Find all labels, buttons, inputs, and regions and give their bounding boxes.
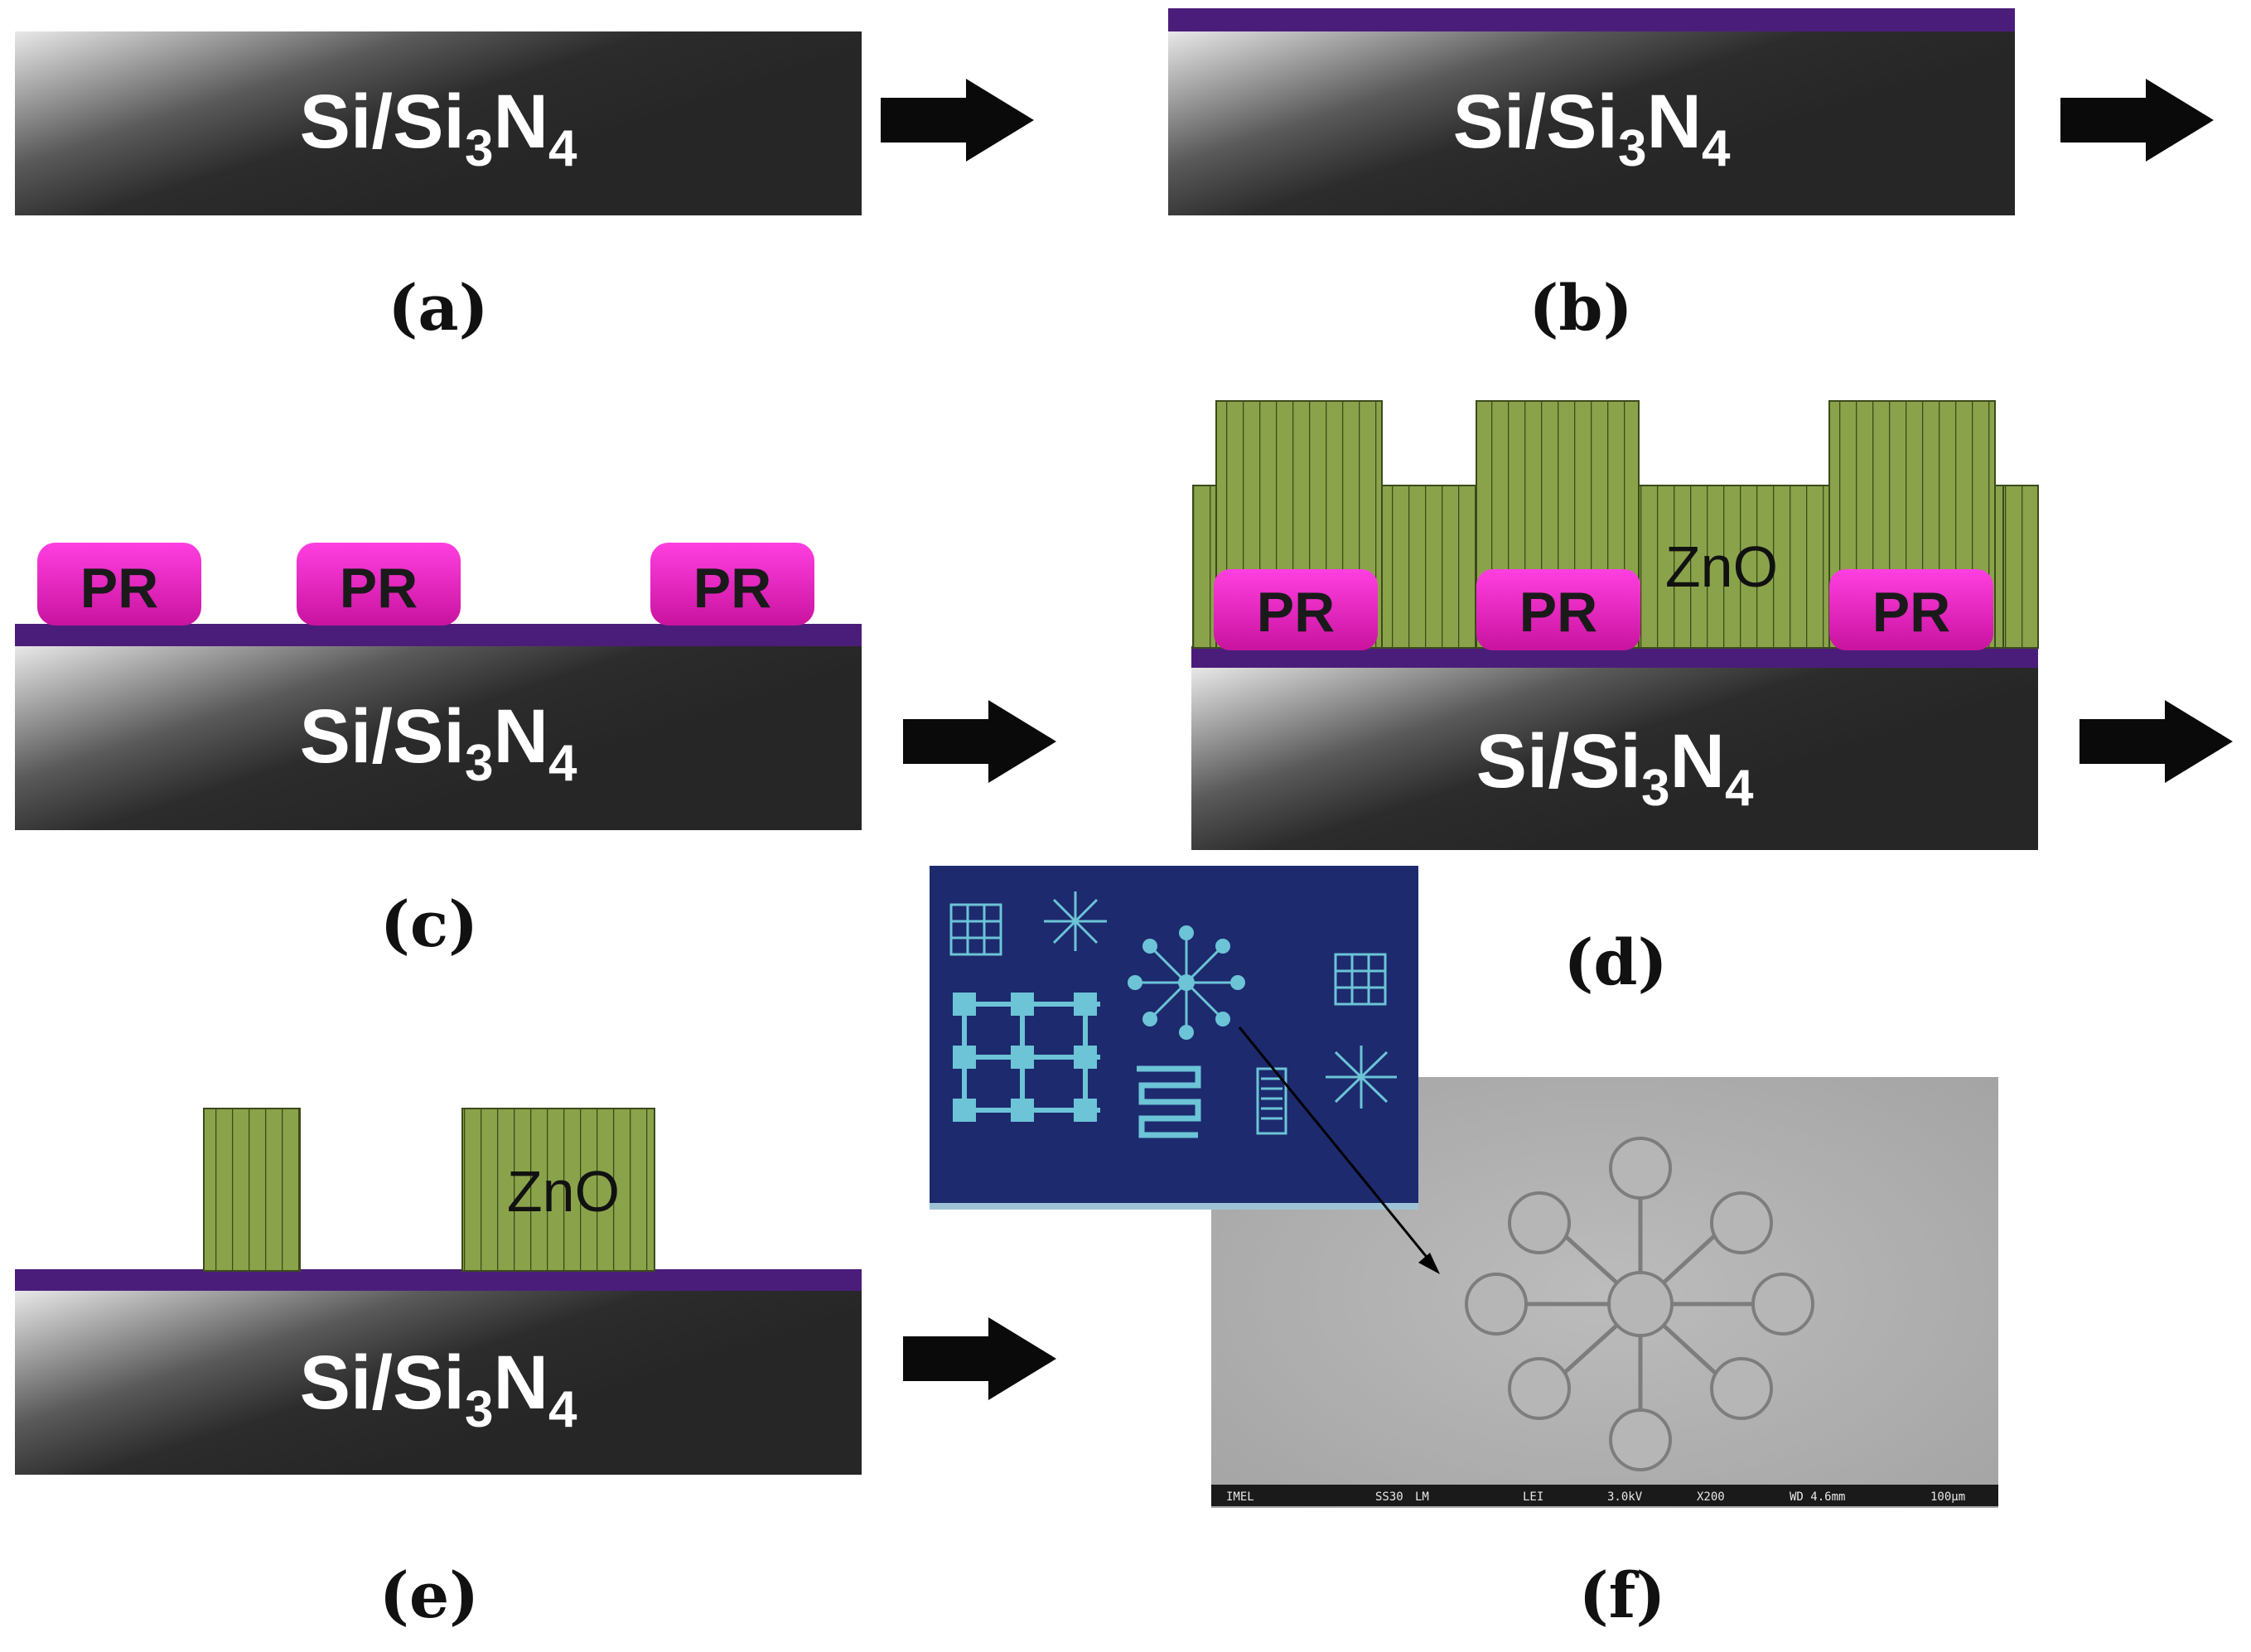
substrate bbox=[1168, 31, 2015, 215]
svg-text:IMEL: IMEL bbox=[1226, 1490, 1254, 1504]
substrate bbox=[15, 1291, 862, 1475]
zno-label: ZnO bbox=[507, 1159, 620, 1224]
panel-f: IMEL SS30 LM LEI 3.0kV X200 WD 4.6mm 100… bbox=[930, 866, 1998, 1632]
panel-label: (c) bbox=[380, 887, 478, 961]
substrate bbox=[15, 646, 862, 830]
photoresist-label: PR bbox=[1872, 581, 1950, 644]
zno-label: ZnO bbox=[1665, 534, 1778, 599]
photoresist-label: PR bbox=[340, 557, 418, 620]
panel-c: PR PR PR Si/Si3N4 (c) bbox=[15, 543, 1056, 961]
panel-label: (e) bbox=[379, 1558, 479, 1632]
svg-text:LM: LM bbox=[1415, 1490, 1429, 1504]
photoresist-block bbox=[1476, 569, 1640, 650]
svg-text:SS30: SS30 bbox=[1375, 1490, 1403, 1504]
panel-e: ZnO Si/Si3N4 (e) bbox=[15, 1108, 1056, 1632]
panel-d: PR PR PR ZnO Si/Si3N4 (d) bbox=[1191, 400, 2233, 999]
substrate-label: Si/Si3N4 bbox=[300, 694, 577, 792]
substrate bbox=[15, 31, 862, 215]
photoresist-label: PR bbox=[80, 557, 158, 620]
svg-text:3.0kV: 3.0kV bbox=[1607, 1490, 1643, 1504]
panel-b: Si/Si3N4 (b) bbox=[1168, 8, 2214, 345]
panel-a: Si/Si3N4 (a) bbox=[15, 31, 1034, 345]
right-arrow-icon bbox=[903, 1317, 1056, 1400]
photoresist-label: PR bbox=[1519, 581, 1597, 644]
panel-label: (b) bbox=[1529, 271, 1632, 345]
photoresist-block bbox=[1214, 569, 1378, 650]
substrate-label: Si/Si3N4 bbox=[300, 80, 577, 177]
seed-layer bbox=[15, 624, 862, 647]
substrate bbox=[1191, 668, 2038, 850]
panel-label: (a) bbox=[388, 271, 488, 345]
svg-text:WD 4.6mm: WD 4.6mm bbox=[1790, 1490, 1845, 1504]
seed-layer bbox=[1168, 8, 2015, 33]
zno-film bbox=[2002, 485, 2039, 649]
sem-info-bar: IMEL SS30 LM LEI 3.0kV X200 WD 4.6mm 100… bbox=[1226, 1490, 1965, 1504]
photoresist-label: PR bbox=[693, 557, 771, 620]
substrate-label: Si/Si3N4 bbox=[300, 1340, 577, 1438]
seed-layer bbox=[15, 1269, 862, 1292]
substrate-label: Si/Si3N4 bbox=[1453, 80, 1731, 177]
right-arrow-icon bbox=[903, 700, 1056, 783]
photoresist-label: PR bbox=[1257, 581, 1335, 644]
zno-nanorods bbox=[203, 1108, 301, 1272]
photoresist-block bbox=[1829, 569, 1993, 650]
panel-label: (f) bbox=[1579, 1558, 1666, 1632]
svg-text:100µm: 100µm bbox=[1930, 1490, 1965, 1504]
substrate-label: Si/Si3N4 bbox=[1476, 719, 1754, 817]
photoresist-block bbox=[37, 543, 201, 626]
panel-label: (d) bbox=[1563, 925, 1667, 999]
right-arrow-icon bbox=[2060, 79, 2214, 162]
svg-text:LEI: LEI bbox=[1523, 1490, 1543, 1504]
callout-arrow bbox=[1238, 1026, 1440, 1274]
photoresist-block bbox=[650, 543, 814, 626]
photoresist-block bbox=[297, 543, 461, 626]
right-arrow-icon bbox=[2080, 700, 2233, 783]
right-arrow-icon bbox=[881, 79, 1034, 162]
optical-micrograph bbox=[930, 866, 1418, 1210]
zno-nanorods bbox=[461, 1108, 655, 1272]
svg-text:X200: X200 bbox=[1697, 1490, 1725, 1504]
